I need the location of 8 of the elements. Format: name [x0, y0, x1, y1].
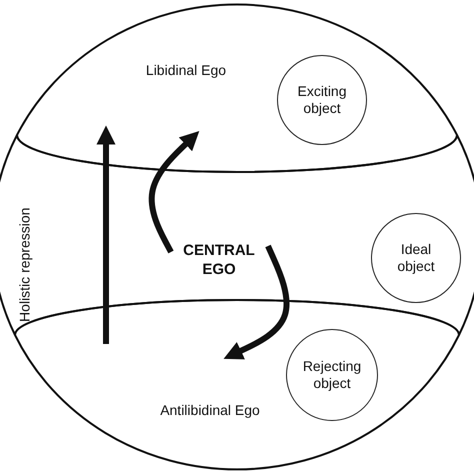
object-label: Exciting object	[296, 82, 348, 118]
region-label: Antilibidinal Ego	[159, 402, 261, 420]
object-label: Rejecting object	[302, 358, 362, 392]
side-label: Holistic repression	[16, 206, 34, 324]
object-label: Ideal object	[396, 240, 436, 276]
sphere-region	[0, 135, 474, 335]
center-label: CENTRAL EGO	[179, 240, 259, 280]
region-label: Libidinal Ego	[144, 62, 228, 80]
